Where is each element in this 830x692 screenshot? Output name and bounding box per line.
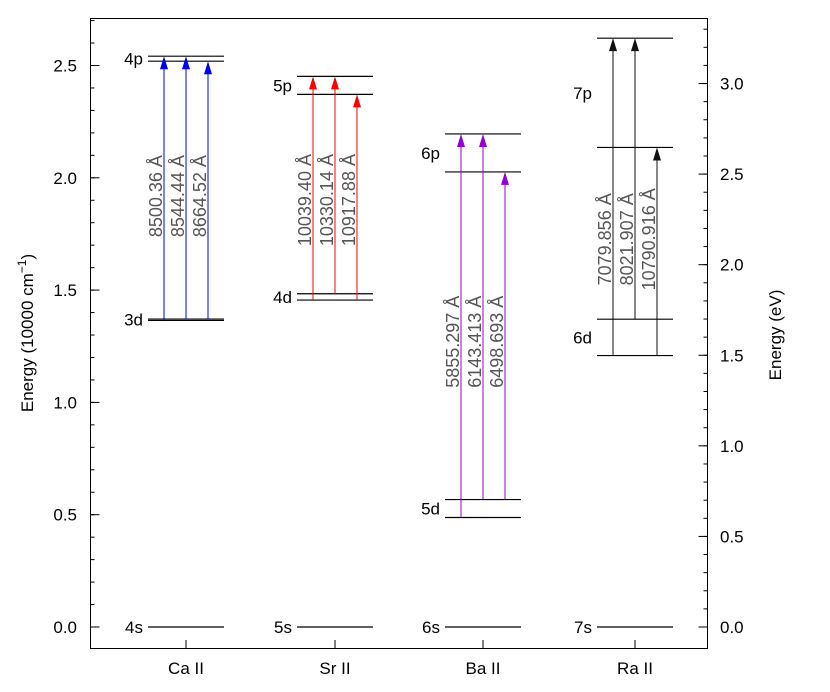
left-tick-label: 2.5 — [53, 57, 77, 76]
right-tick-label: 1.0 — [720, 437, 744, 456]
transition-arrowhead — [309, 76, 317, 90]
transition-arrowhead — [609, 38, 617, 52]
transition-wavelength-label: 6143.413 Å — [465, 296, 485, 388]
transition-wavelength-label: 8544.44 Å — [168, 155, 188, 237]
transition-wavelength-label: 8500.36 Å — [146, 155, 166, 237]
right-axis-label: Energy (eV) — [766, 290, 785, 381]
transition-wavelength-label: 7079.856 Å — [595, 193, 615, 285]
level-label: 6p — [421, 144, 440, 163]
level-label: 6s — [422, 618, 440, 637]
plot-frame — [90, 18, 708, 649]
level-label: 6d — [573, 328, 592, 347]
transition-arrowhead — [204, 61, 212, 75]
species-label: Ba II — [466, 659, 501, 678]
transition-arrowhead — [631, 38, 639, 52]
right-tick-label: 3.0 — [720, 75, 744, 94]
right-tick-label: 2.0 — [720, 256, 744, 275]
level-label: 4s — [125, 618, 143, 637]
left-tick-label: 0.0 — [53, 618, 77, 637]
species-label: Sr II — [319, 659, 350, 678]
energy-levels — [148, 37, 673, 628]
level-label: 4d — [273, 288, 292, 307]
transition-arrowhead — [160, 56, 168, 70]
transition-wavelength-label: 10790.916 Å — [639, 188, 659, 290]
transition-arrowhead — [653, 147, 661, 161]
transition-arrowhead — [331, 76, 339, 90]
transition-wavelength-label: 10039.40 Å — [295, 154, 315, 246]
left-axis-ticks: 0.0 0.5 1.0 1.5 2.0 2.5 — [53, 20, 100, 637]
left-tick-label: 1.0 — [53, 393, 77, 412]
transition-wavelength-label: 6498.693 Å — [487, 296, 507, 388]
left-tick-label: 1.5 — [53, 281, 77, 300]
species-label: Ra II — [617, 659, 653, 678]
transition-wavelength-label: 8021.907 Å — [617, 193, 637, 285]
left-axis-label: Energy (10000 cm−1) — [15, 254, 37, 412]
level-label: 7s — [574, 618, 592, 637]
level-label: 4p — [124, 50, 143, 69]
transition-wavelength-label: 5855.297 Å — [443, 296, 463, 388]
level-label: 5s — [274, 618, 292, 637]
right-tick-label: 0.5 — [720, 527, 744, 546]
transition-wavelength-label: 8664.52 Å — [190, 155, 210, 237]
level-label: 5d — [421, 500, 440, 519]
right-tick-label: 0.0 — [720, 618, 744, 637]
left-tick-label: 0.5 — [53, 506, 77, 525]
left-tick-label: 2.0 — [53, 169, 77, 188]
transition-arrowhead — [457, 133, 465, 147]
species-label: Ca II — [168, 659, 204, 678]
right-tick-label: 1.5 — [720, 346, 744, 365]
transition-arrowhead — [501, 171, 509, 185]
right-tick-label: 2.5 — [720, 165, 744, 184]
transition-arrowhead — [479, 133, 487, 147]
transition-arrows — [160, 38, 661, 518]
right-axis-ticks: 0.0 0.5 1.0 1.5 2.0 2.5 3.0 — [698, 28, 744, 637]
level-label: 3d — [124, 311, 143, 330]
transition-arrowhead — [353, 94, 361, 108]
transition-wavelength-label: 10330.14 Å — [317, 154, 337, 246]
transition-arrowhead — [182, 56, 190, 70]
level-label: 7p — [573, 84, 592, 103]
transition-wavelength-label: 10917.88 Å — [339, 154, 359, 246]
level-label: 5p — [273, 76, 292, 95]
